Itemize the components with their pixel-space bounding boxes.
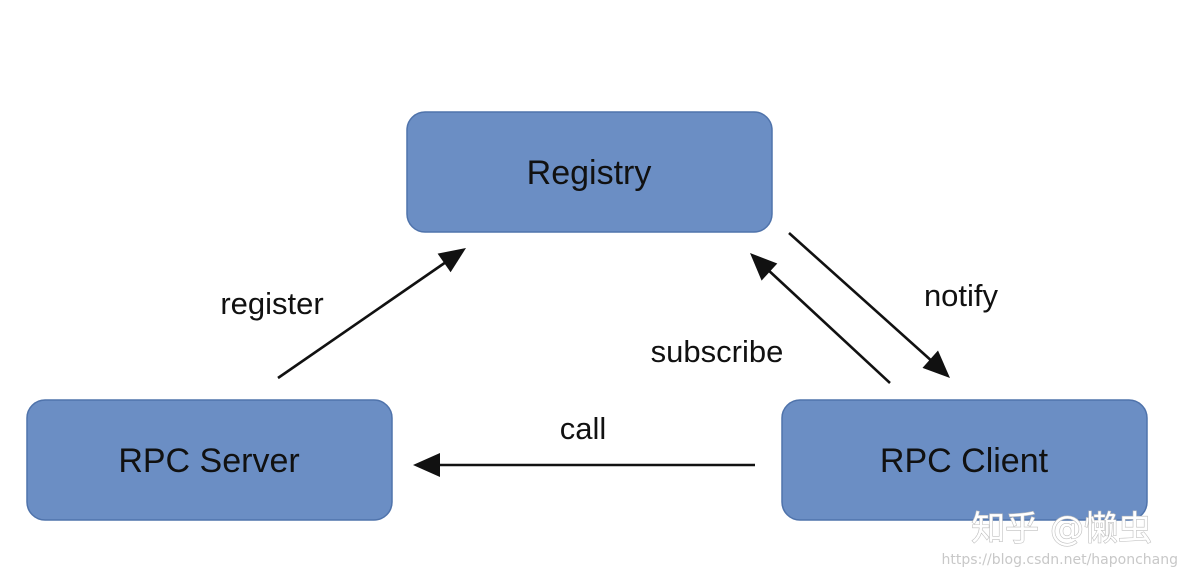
register-label: register: [220, 286, 323, 321]
watermark-url: https://blog.csdn.net/haponchang: [942, 552, 1178, 568]
rpc-server-node: RPC Server: [26, 399, 393, 521]
notify-label: notify: [924, 278, 999, 313]
subscribe-arrow: [750, 253, 891, 384]
rpc-client-label: RPC Client: [880, 442, 1049, 480]
call-arrow: [413, 453, 755, 477]
watermark-text: 知乎 @懒虫: [971, 509, 1152, 549]
notify-arrow: [788, 232, 950, 378]
registry-label: Registry: [527, 154, 652, 192]
subscribe-label: subscribe: [651, 334, 784, 369]
rpc-client-node: RPC Client: [781, 399, 1148, 521]
registry-node: Registry: [406, 111, 773, 233]
call-label: call: [560, 411, 607, 446]
rpc-server-label: RPC Server: [118, 442, 299, 480]
register-arrow: [277, 248, 466, 380]
